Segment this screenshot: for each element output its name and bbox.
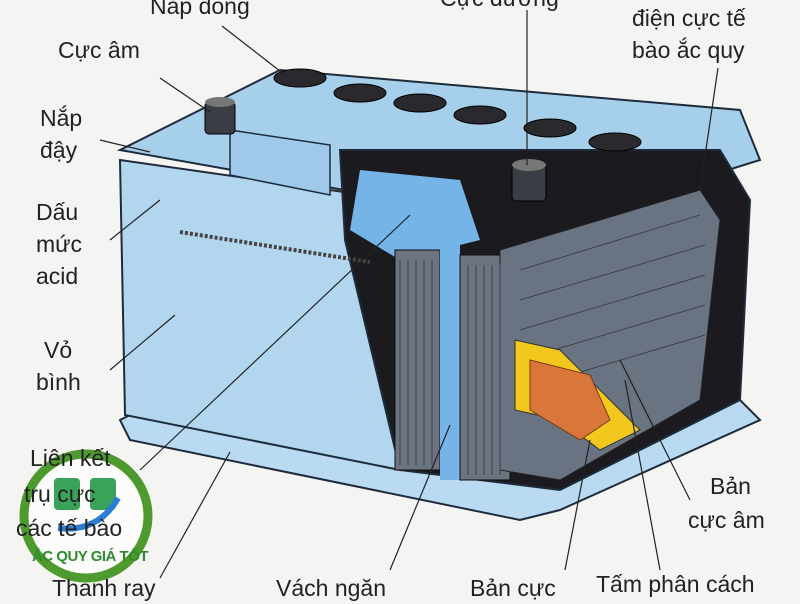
label-ban-cuc-am-2: cực âm (688, 507, 765, 533)
label-lien-ket-3: các tế bào (16, 515, 123, 541)
logo-text: ẮC QUY GIÁ TỐT (31, 548, 149, 565)
label-vo-binh-1: Vỏ (44, 337, 73, 363)
label-vach-ngan: Vách ngăn (276, 575, 386, 601)
label-nap-dong: Nắp đong (150, 0, 250, 19)
leader-lines (99, 10, 719, 579)
label-dien-cuc-2: bào ắc quy (632, 37, 745, 63)
vent-caps (273, 68, 642, 152)
label-tam-phan-cach: Tấm phân cách (596, 571, 755, 597)
label-dien-cuc: điện cực tế (632, 5, 746, 31)
battery-logo-icon (54, 478, 80, 510)
label-ban-cuc-am-1: Bản (710, 473, 751, 499)
label-lien-ket-2: trụ cực (24, 481, 96, 507)
grid-plate (529, 359, 611, 441)
label-lien-ket-1: Liên kết (30, 445, 111, 471)
label-nap-day-1: Nắp (40, 105, 83, 131)
logo-badge (19, 449, 153, 583)
label-nap-day-2: đậy (40, 137, 78, 163)
label-vo-binh-2: bình (36, 369, 81, 395)
label-thanh-ray: Thanh ray (52, 575, 156, 601)
plate-stack-1 (394, 240, 511, 481)
negative-terminal (204, 97, 236, 135)
positive-terminal (511, 159, 547, 202)
label-cuc-am: Cực âm (58, 37, 140, 63)
label-dau-muc-1: Dấu (36, 199, 79, 225)
label-dau-muc-3: acid (36, 263, 79, 289)
label-dau-muc-2: mức (36, 231, 83, 257)
label-cuc-duong: Cực dương (440, 0, 559, 14)
label-ban-cuc: Bản cực (470, 575, 556, 601)
